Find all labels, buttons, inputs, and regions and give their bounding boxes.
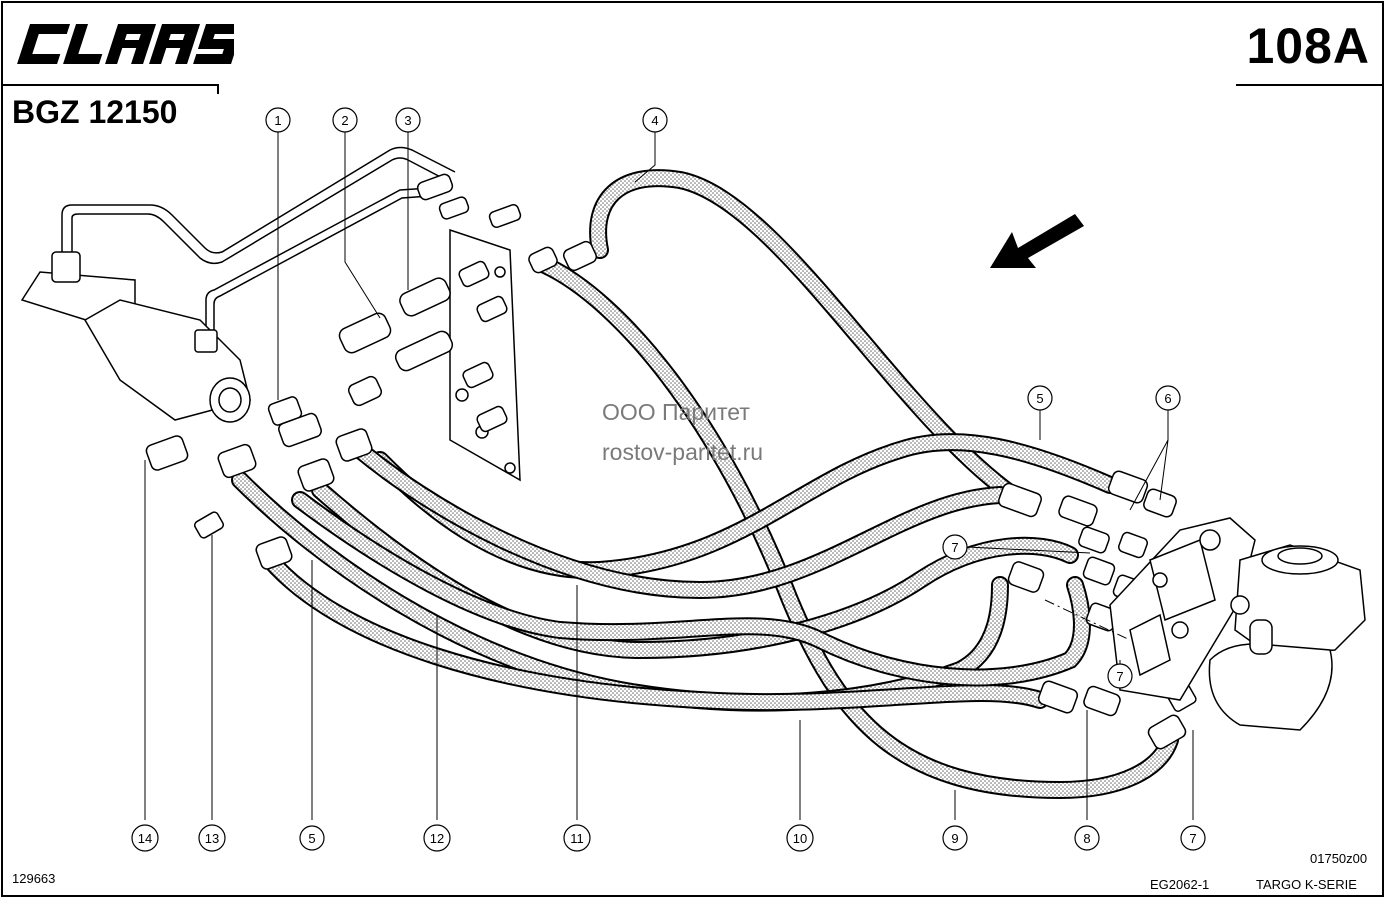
header-divider-left	[217, 84, 219, 94]
steering-unit	[1109, 517, 1366, 731]
callout-bubble	[1180, 825, 1206, 851]
callout-label: 13	[205, 831, 219, 846]
callout-bubble	[1074, 825, 1100, 851]
callout-bubble	[942, 534, 968, 560]
callout-bubble	[299, 825, 325, 851]
callout-label: 2	[341, 113, 348, 128]
steel-pipes	[61, 146, 456, 330]
callout-label: 7	[951, 540, 958, 555]
header-rule-right	[1236, 84, 1384, 86]
direction-arrow	[990, 214, 1084, 268]
callout-bubble	[1027, 385, 1053, 411]
drawing-ref: EG2062-1	[1150, 877, 1210, 892]
callout-bubbles	[131, 107, 1206, 852]
callout-bubble	[942, 825, 968, 851]
callout-label: 12	[430, 831, 444, 846]
leader-lines	[144, 131, 1194, 820]
callout-label: 14	[138, 831, 152, 846]
callout-bubble	[265, 107, 291, 133]
watermark-url: rostov-paritet.ru	[602, 439, 764, 465]
callout-bubble	[563, 824, 591, 852]
callout-label: 7	[1116, 669, 1123, 684]
callout-labels: 1 2 3 4 5 6 7 14 13 5 12 11 10 9 8 7 7	[138, 113, 1197, 846]
callout-label: 5	[308, 831, 315, 846]
figure-code: 01750z00	[1310, 851, 1368, 866]
callout-bubble	[332, 107, 358, 133]
callout-bubble	[1107, 663, 1133, 689]
callout-label: 3	[404, 113, 411, 128]
callout-bubble	[1155, 385, 1181, 411]
callout-bubble	[423, 824, 451, 852]
callout-label: 1	[274, 113, 281, 128]
callout-label: 7	[1189, 831, 1196, 846]
callout-label: 10	[793, 831, 807, 846]
callout-label: 11	[570, 831, 584, 846]
page-number: 108A	[1246, 18, 1370, 74]
callout-bubble	[642, 107, 668, 133]
callout-label: 6	[1164, 391, 1171, 406]
callout-bubble	[786, 824, 814, 852]
callout-bubble	[131, 824, 159, 852]
callout-label: 5	[1036, 391, 1043, 406]
group-number: BGZ 12150	[12, 94, 178, 130]
callout-label: 4	[651, 113, 658, 128]
callout-label: 9	[951, 831, 958, 846]
cylinder-assembly	[20, 251, 251, 423]
series-name: TARGO K-SERIE	[1256, 877, 1357, 892]
callout-label: 8	[1083, 831, 1090, 846]
hydraulic-hoses	[231, 169, 1179, 800]
watermark-company: ООО Паритет	[602, 399, 750, 425]
doc-number: 129663	[12, 871, 56, 886]
header-rule-left	[1, 84, 219, 86]
claas-logo	[17, 24, 234, 64]
callout-bubble	[395, 107, 421, 133]
callout-bubble	[198, 824, 226, 852]
